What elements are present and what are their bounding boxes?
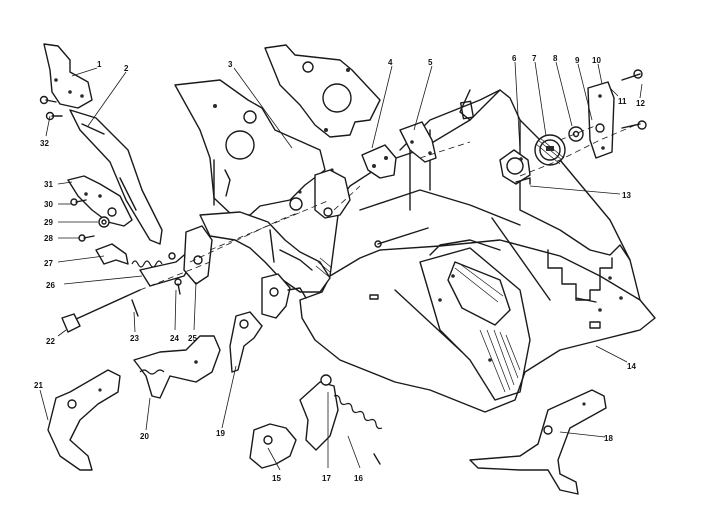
callout-12: 12 <box>636 99 645 108</box>
main-frame <box>299 89 656 413</box>
callout-5: 5 <box>428 58 433 67</box>
callout-32: 32 <box>40 139 49 148</box>
callout-6: 6 <box>512 54 517 63</box>
lower-left-frame <box>199 168 334 293</box>
callout-14: 14 <box>627 362 636 371</box>
gear-assembly <box>499 69 647 185</box>
callout-28: 28 <box>44 234 53 243</box>
callout-27: 27 <box>44 259 53 268</box>
callout-11: 11 <box>618 97 627 106</box>
callout-25: 25 <box>188 334 197 343</box>
callout-8: 8 <box>553 54 558 63</box>
bottom-center-levers <box>249 374 383 469</box>
callout-29: 29 <box>44 218 53 227</box>
callout-7: 7 <box>532 54 537 63</box>
callout-3: 3 <box>228 60 233 69</box>
callout-22: 22 <box>46 337 55 346</box>
callout-9: 9 <box>575 56 580 65</box>
callout-24: 24 <box>170 334 179 343</box>
callout-15: 15 <box>272 474 281 483</box>
callout-21: 21 <box>34 381 43 390</box>
callout-10: 10 <box>592 56 601 65</box>
callout-13: 13 <box>622 191 631 200</box>
leader-lines <box>39 61 643 471</box>
callout-18: 18 <box>604 434 613 443</box>
left-cluster <box>61 175 213 333</box>
callout-30: 30 <box>44 200 53 209</box>
callout-26: 26 <box>46 281 55 290</box>
callouts: 1 2 3 4 5 6 7 8 9 10 11 12 13 14 15 16 1… <box>34 54 645 483</box>
left-lever-set <box>39 43 163 245</box>
callout-31: 31 <box>44 180 53 189</box>
callout-16: 16 <box>354 474 363 483</box>
lower-levers <box>47 273 307 471</box>
callout-2: 2 <box>124 64 129 73</box>
callout-17: 17 <box>322 474 331 483</box>
callout-20: 20 <box>140 432 149 441</box>
center-brackets <box>314 121 437 219</box>
callout-23: 23 <box>130 334 139 343</box>
callout-4: 4 <box>388 58 393 67</box>
right-lever <box>469 389 607 495</box>
upper-bracket <box>174 44 381 216</box>
callout-19: 19 <box>216 429 225 438</box>
callout-1: 1 <box>97 60 102 69</box>
assembly-lines <box>139 123 639 291</box>
